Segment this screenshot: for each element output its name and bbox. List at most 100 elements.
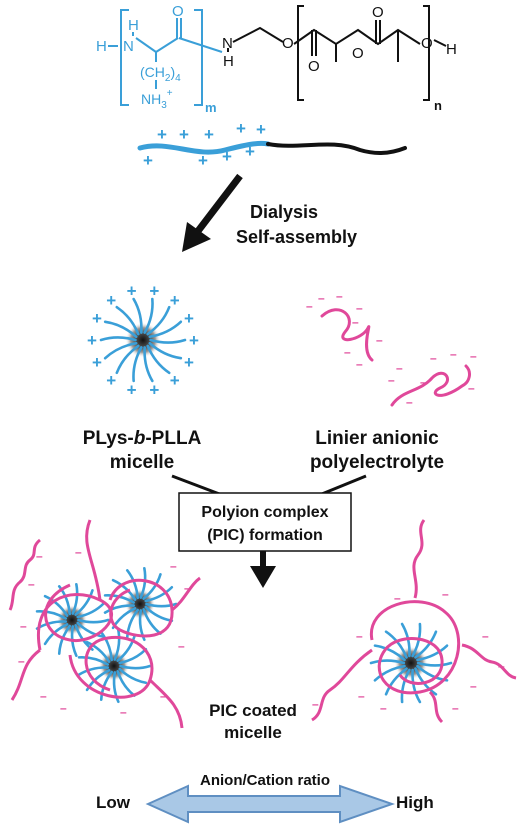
minus-charge: –: [28, 577, 35, 591]
tail-chain: [311, 648, 373, 722]
corona-chain: [118, 647, 148, 665]
minus-charge: –: [356, 301, 363, 315]
anionic-chain: [390, 364, 471, 407]
corona-chain: [148, 341, 183, 360]
minus-charge: –: [406, 395, 413, 409]
corona-chain: [77, 618, 110, 624]
corona-chain: [400, 668, 411, 704]
corona-chain: [76, 601, 106, 619]
corona-chain: [125, 569, 140, 600]
chain-sub-2: 2: [165, 73, 171, 84]
minus-charge: –: [178, 639, 185, 653]
label-dialysis: Dialysis: [250, 202, 318, 222]
plus-charge: +: [106, 291, 116, 310]
plus-charge: +: [222, 147, 232, 166]
minus-charge: –: [356, 357, 363, 371]
corona-chain: [99, 336, 137, 342]
corona-chain: [116, 635, 136, 662]
label-pic-line2: micelle: [224, 723, 282, 742]
corona-chain: [132, 346, 143, 383]
corona-chain: [43, 594, 69, 618]
corona-chain: [144, 605, 174, 623]
corona-chain: [369, 659, 406, 665]
coating-chain: [108, 578, 174, 638]
cluster-charges: ––––––––––––: [18, 545, 191, 719]
plus-charge: +: [127, 281, 137, 300]
coating-chain: [369, 600, 461, 695]
minus-charge: –: [184, 581, 191, 595]
corona-chain: [145, 602, 178, 608]
plus-charge: +: [198, 151, 208, 170]
plus-charge: +: [87, 331, 97, 350]
corona-chain: [146, 305, 171, 336]
corona-chain: [112, 671, 120, 704]
minus-charge: –: [170, 559, 177, 573]
minus-charge: –: [388, 373, 395, 387]
amine-sup: +: [167, 88, 173, 99]
corona-chain: [113, 628, 121, 661]
micelle: [369, 622, 453, 704]
micelle: [103, 566, 178, 642]
plus-charge: +: [184, 353, 194, 372]
minus-charge: –: [18, 654, 25, 668]
plus-charge: +: [204, 125, 214, 144]
corona-chain: [125, 608, 140, 639]
corona-chain: [77, 655, 110, 666]
block-copolymer-chain: + + + + + + + + +: [137, 119, 407, 170]
corona-chain: [139, 566, 147, 599]
bracket-m-left: [120, 9, 129, 106]
bracket-n-right: [423, 5, 430, 101]
minus-charge: –: [468, 381, 475, 395]
corona-chain: [119, 664, 152, 670]
coating-chain: [68, 635, 154, 699]
plus-charge: +: [127, 381, 137, 400]
bracket-n-left: [297, 5, 304, 101]
text-o-carbonyl-2: O: [308, 58, 320, 75]
plla-segment: [266, 142, 407, 156]
chain-close: ): [170, 64, 175, 80]
label-micelle-c: -PLLA: [145, 428, 201, 449]
plus-charge: +: [179, 125, 189, 144]
corona-chain: [71, 582, 79, 615]
anionic-chain: [320, 308, 374, 362]
minus-charge: –: [430, 351, 437, 365]
minus-charge: –: [376, 333, 383, 347]
corona-chain: [85, 640, 111, 664]
text-o-carbonyl-1: O: [172, 3, 184, 20]
corona-chain: [74, 589, 94, 616]
minus-charge: –: [344, 345, 351, 359]
ratio-title: Anion/Cation ratio: [200, 772, 330, 789]
minus-charge: –: [452, 701, 459, 715]
minus-charge: –: [312, 697, 319, 711]
tail-chain: [412, 519, 426, 599]
text-sub-m: m: [205, 100, 217, 115]
tail-chain: [171, 576, 201, 612]
corona-chain: [144, 585, 174, 603]
corona-chain: [35, 609, 68, 620]
text-sub-n: n: [434, 98, 442, 113]
plus-charge: +: [149, 381, 159, 400]
minus-charge: –: [498, 659, 505, 673]
polylysine-block: [108, 9, 223, 106]
corona-chain: [411, 668, 422, 704]
anionic-chain-2: ––––––––: [388, 347, 477, 409]
corona-chain: [118, 667, 148, 685]
minus-charge: –: [394, 591, 401, 605]
corona-chain: [142, 573, 162, 600]
label-micelle-a: PLys-: [83, 428, 134, 449]
corona-chain: [373, 664, 406, 682]
arrow-shaft: [192, 173, 243, 238]
text-amine: NH3+: [141, 88, 173, 111]
coating-chain: [37, 583, 114, 651]
box-line2: (PIC) formation: [207, 527, 323, 544]
chain-charges: + + + + + + + + +: [143, 119, 266, 170]
single-micelle: [369, 622, 453, 704]
corona-chain: [115, 344, 140, 375]
label-micelle: PLys-b-PLLA: [83, 428, 202, 449]
plus-charge: +: [92, 353, 102, 372]
pic-single-high: ––––––––––: [311, 519, 517, 724]
plus-charge: +: [184, 309, 194, 328]
anionic-charges: ––––––––: [388, 347, 477, 409]
minus-charge: –: [160, 689, 167, 703]
